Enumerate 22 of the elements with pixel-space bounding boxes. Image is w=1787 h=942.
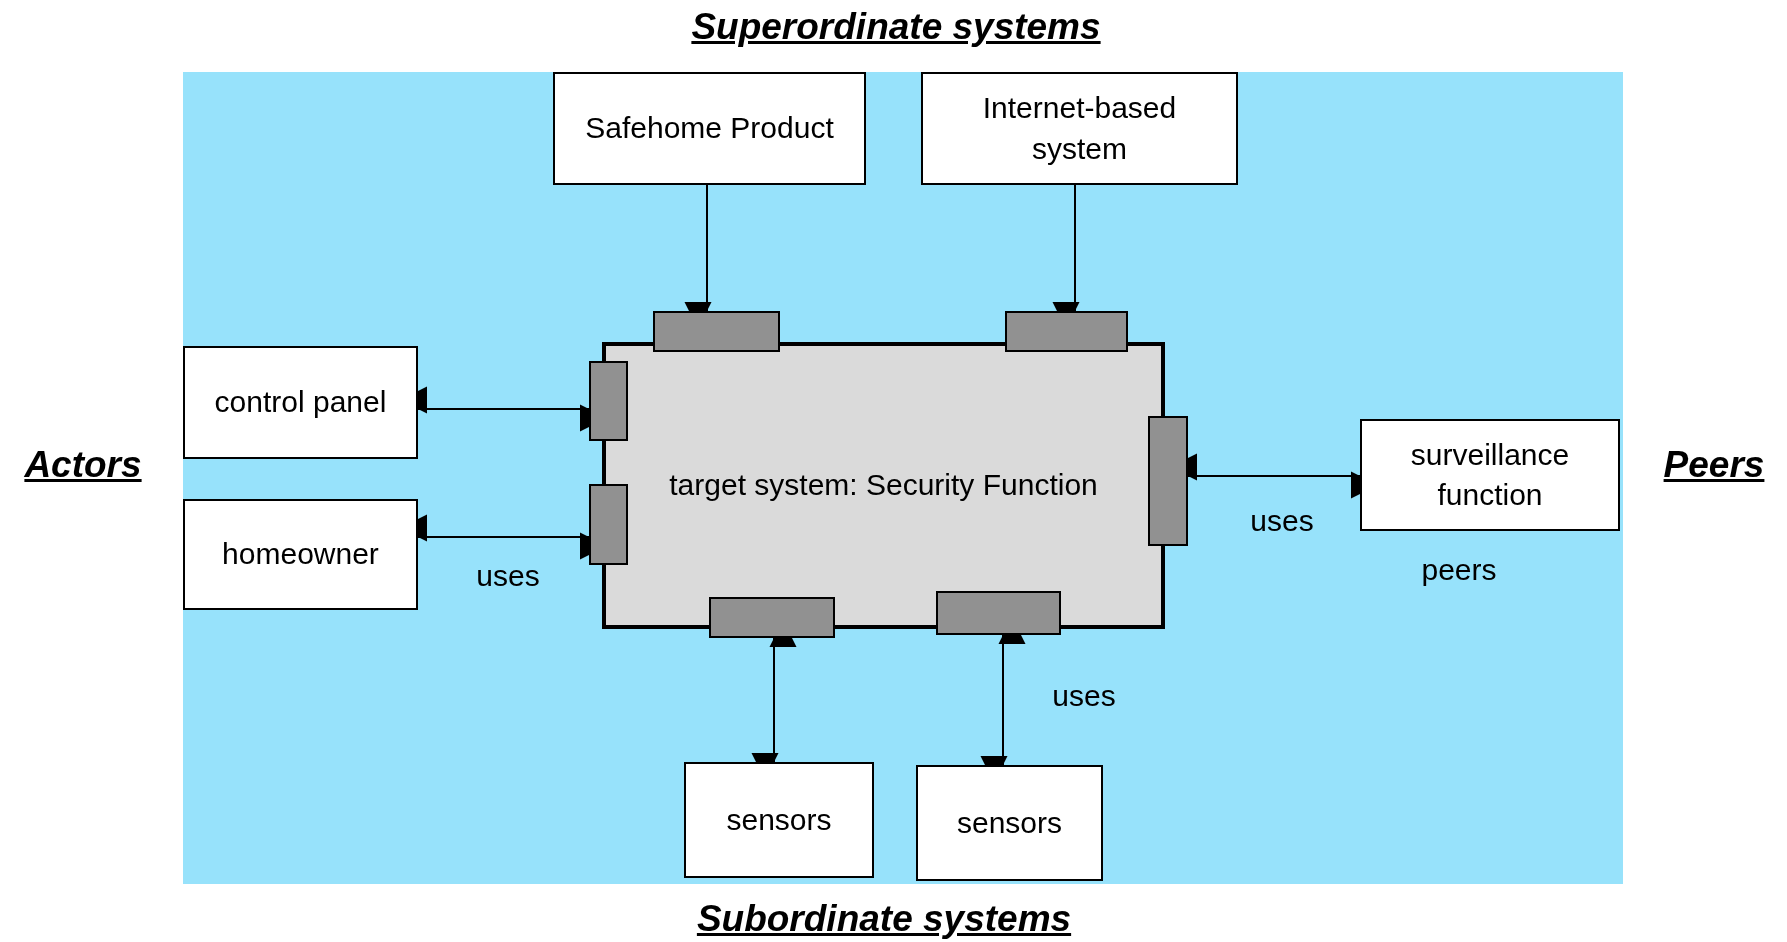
- port-bar: [1148, 416, 1188, 546]
- section-heading: Subordinate systems: [696, 898, 1072, 940]
- entity-box: sensors: [916, 765, 1103, 881]
- section-heading: Peers: [1663, 444, 1765, 486]
- port-bar: [1005, 311, 1128, 352]
- port-bar: [936, 591, 1061, 635]
- edge-label: uses: [1250, 504, 1314, 538]
- edge-label: uses: [1052, 679, 1116, 713]
- entity-box: surveillance function: [1360, 419, 1620, 531]
- section-heading: Superordinate systems: [691, 6, 1101, 48]
- entity-box: sensors: [684, 762, 874, 878]
- port-bar: [589, 361, 628, 441]
- port-bar: [589, 484, 628, 565]
- entity-box: Safehome Product: [553, 72, 866, 185]
- port-bar: [709, 597, 835, 638]
- section-heading: Actors: [24, 444, 142, 486]
- entity-box: control panel: [183, 346, 418, 459]
- edge-label: uses: [476, 559, 540, 593]
- port-bar: [653, 311, 780, 352]
- entity-box: homeowner: [183, 499, 418, 610]
- text-label: peers: [1421, 553, 1497, 587]
- entity-box: Internet-based system: [921, 72, 1238, 185]
